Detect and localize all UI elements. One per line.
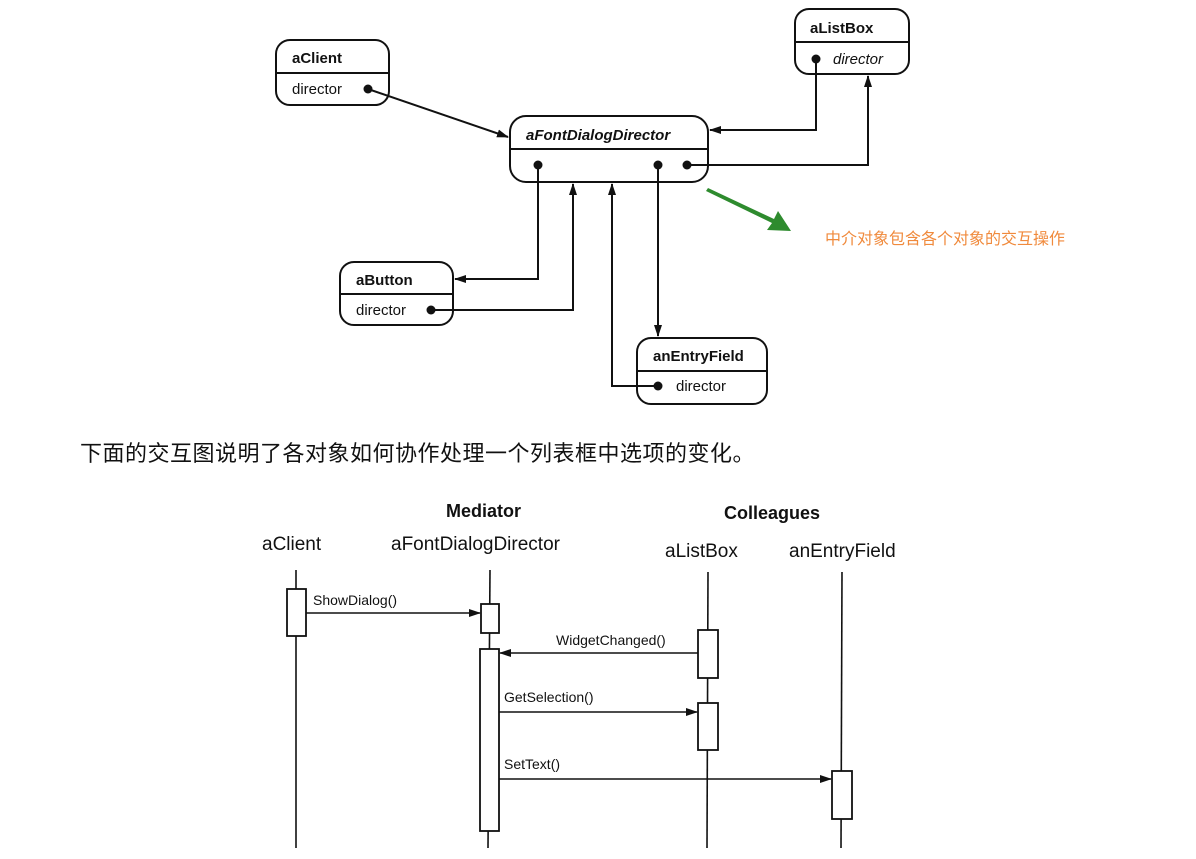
object-title: aButton bbox=[356, 272, 413, 289]
object-title: aFontDialogDirector bbox=[526, 127, 671, 144]
object-aFontDialogDirector: aFontDialogDirector bbox=[509, 115, 709, 183]
object-aListBox: aListBox director bbox=[794, 8, 910, 75]
activation-director-2 bbox=[479, 648, 500, 832]
annotation: 中介对象包含各个对象的交互操作 bbox=[706, 188, 1065, 248]
activation-director-1 bbox=[480, 603, 500, 634]
message-label: GetSelection() bbox=[504, 689, 593, 705]
object-anEntryField: anEntryField director bbox=[636, 337, 768, 405]
activation-anEntryField bbox=[831, 770, 853, 820]
link-director-to-aListBox bbox=[687, 75, 872, 166]
link-aButton-to-director bbox=[431, 183, 577, 311]
object-attr: director bbox=[833, 51, 884, 68]
participant-aListBox: aListBox bbox=[665, 541, 738, 562]
object-title: anEntryField bbox=[653, 348, 744, 365]
link-aListBox-to-director bbox=[709, 59, 817, 134]
activation-aClient bbox=[286, 588, 307, 637]
object-attr: director bbox=[356, 302, 406, 319]
activation-aListBox-2 bbox=[697, 702, 719, 751]
link-anEntryField-to-director bbox=[608, 183, 658, 387]
object-attr: director bbox=[676, 378, 726, 395]
object-title: aListBox bbox=[810, 20, 874, 37]
object-attr: director bbox=[292, 81, 342, 98]
participant-aFontDialogDirector: aFontDialogDirector bbox=[391, 534, 561, 555]
annotation-arrow-icon bbox=[706, 188, 791, 231]
participant-anEntryField: anEntryField bbox=[789, 541, 896, 562]
link-director-to-aButton bbox=[454, 165, 539, 283]
object-aButton: aButton director bbox=[339, 261, 454, 326]
message-label: ShowDialog() bbox=[313, 592, 397, 608]
annotation-text: 中介对象包含各个对象的交互操作 bbox=[825, 229, 1065, 248]
link-aClient-to-director bbox=[367, 88, 509, 138]
activation-aListBox-1 bbox=[697, 629, 719, 679]
participant-aClient: aClient bbox=[262, 534, 322, 555]
object-aClient: aClient director bbox=[275, 39, 390, 106]
group-label-colleagues: Colleagues bbox=[724, 503, 820, 523]
group-label-mediator: Mediator bbox=[446, 501, 521, 521]
message-label: WidgetChanged() bbox=[556, 632, 666, 648]
explanation-paragraph: 下面的交互图说明了各对象如何协作处理一个列表框中选项的变化。 bbox=[80, 442, 756, 467]
message-label: SetText() bbox=[504, 756, 560, 772]
object-title: aClient bbox=[292, 50, 342, 67]
